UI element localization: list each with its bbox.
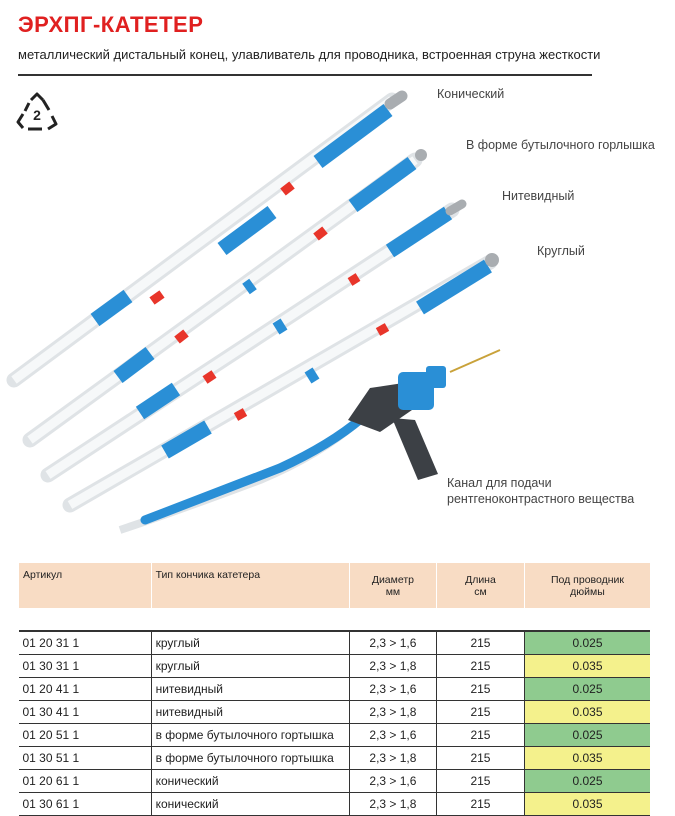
cell-article: 01 30 61 1 — [18, 792, 152, 816]
cell-guidewire: 0.035 — [523, 792, 650, 816]
cell-guidewire: 0.035 — [523, 700, 650, 724]
guidewire-label: Под проводник — [550, 573, 624, 586]
col-header-guidewire: Под проводник дюймы — [523, 563, 650, 608]
cell-length: 215 — [435, 792, 525, 816]
cell-length: 215 — [435, 630, 525, 655]
cell-length: 215 — [435, 677, 525, 701]
cell-article: 01 30 51 1 — [18, 746, 152, 770]
cell-article: 01 30 41 1 — [18, 700, 152, 724]
cell-article: 01 20 61 1 — [18, 769, 152, 793]
cell-diameter: 2,3 > 1,6 — [348, 677, 437, 701]
cell-article: 01 30 31 1 — [18, 654, 152, 678]
cell-guidewire: 0.035 — [523, 654, 650, 678]
catheter-filiform — [40, 199, 467, 483]
recycle-icon: 2 — [16, 92, 58, 131]
diameter-label: Диаметр — [371, 573, 415, 586]
diameter-unit: мм — [385, 585, 401, 598]
cell-article: 01 20 41 1 — [18, 677, 152, 701]
cell-guidewire: 0.025 — [523, 677, 650, 701]
cell-diameter: 2,3 > 1,8 — [348, 700, 437, 724]
label-channel-line2: рентгеноконтрастного вещества — [447, 492, 634, 506]
catheter-conical — [6, 90, 408, 388]
cell-length: 215 — [435, 700, 525, 724]
cell-diameter: 2,3 > 1,8 — [348, 654, 437, 678]
page-subtitle: металлический дистальный конец, улавлива… — [18, 47, 601, 62]
label-conical: Конический — [437, 87, 504, 101]
cell-guidewire: 0.035 — [523, 746, 650, 770]
spec-table-header: Артикул Тип кончика катетера Диаметр мм … — [18, 563, 650, 608]
cell-tip-type: нитевидный — [150, 677, 350, 701]
cell-guidewire: 0.025 — [523, 630, 650, 655]
length-unit: см — [474, 585, 487, 598]
cell-guidewire: 0.025 — [523, 769, 650, 793]
cell-length: 215 — [435, 769, 525, 793]
cell-diameter: 2,3 > 1,6 — [348, 769, 437, 793]
label-filiform: Нитевидный — [502, 189, 574, 203]
cell-article: 01 20 51 1 — [18, 723, 152, 747]
label-bottleneck: В форме бутылочного горлышка — [466, 138, 655, 152]
catheter-illustration: Конический В форме бутылочного горлышка … — [6, 87, 655, 534]
label-channel-line1: Канал для подачи — [447, 476, 552, 490]
cell-length: 215 — [435, 654, 525, 678]
spec-table: Артикул Тип кончика катетера Диаметр мм … — [18, 563, 650, 816]
length-label: Длина — [465, 573, 496, 586]
cell-diameter: 2,3 > 1,6 — [348, 723, 437, 747]
catheter-with-handle — [118, 349, 501, 534]
catheter-round — [62, 253, 499, 513]
cell-diameter: 2,3 > 1,8 — [348, 792, 437, 816]
recycle-number: 2 — [33, 107, 41, 123]
title-divider — [18, 74, 592, 76]
cell-article: 01 20 31 1 — [18, 630, 152, 655]
cell-length: 215 — [435, 723, 525, 747]
col-header-length: Длина см — [435, 563, 525, 608]
catheter-bottleneck — [22, 149, 427, 448]
cell-tip-type: конический — [150, 769, 350, 793]
cell-diameter: 2,3 > 1,6 — [348, 630, 437, 655]
cell-length: 215 — [435, 746, 525, 770]
cell-tip-type: круглый — [150, 630, 350, 655]
cell-guidewire: 0.025 — [523, 723, 650, 747]
col-header-tip-type: Тип кончика катетера — [150, 563, 350, 608]
page-title: ЭРХПГ-КАТЕТЕР — [18, 12, 204, 37]
cell-tip-type: нитевидный — [150, 700, 350, 724]
label-round: Круглый — [537, 244, 585, 258]
cell-tip-type: конический — [150, 792, 350, 816]
cell-tip-type: в форме бутылочного гортышка — [150, 723, 350, 747]
cell-tip-type: круглый — [150, 654, 350, 678]
guidewire-unit: дюймы — [570, 585, 605, 598]
col-header-article: Артикул — [18, 563, 152, 608]
cell-diameter: 2,3 > 1,8 — [348, 746, 437, 770]
cell-tip-type: в форме бутылочного гортышка — [150, 746, 350, 770]
col-header-diameter: Диаметр мм — [348, 563, 437, 608]
